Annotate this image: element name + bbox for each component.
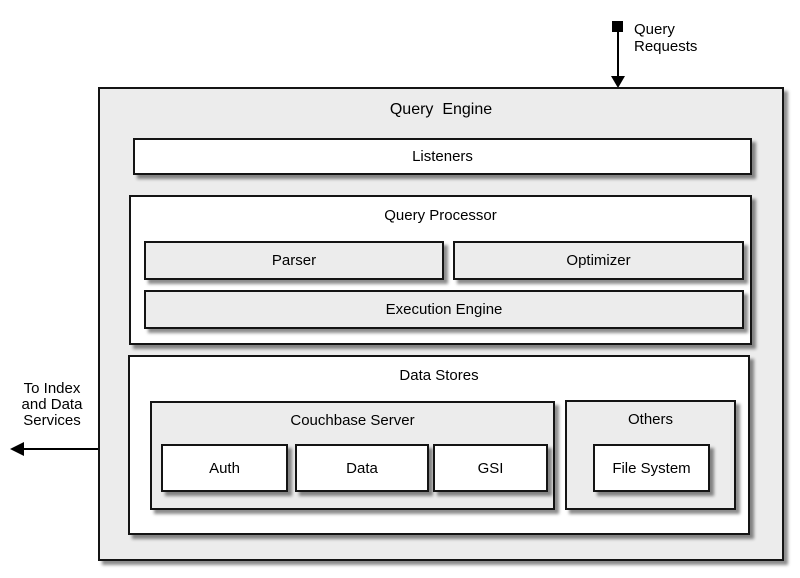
to-services-line3: Services (23, 412, 81, 429)
listeners-label: Listeners (412, 148, 473, 165)
query-processor-title: Query Processor (384, 207, 497, 224)
others-title: Others (627, 411, 673, 428)
arrow-start-square (612, 21, 623, 32)
data-stores-box: Data Stores Couchbase Server Auth Data G… (128, 355, 750, 535)
query-requests-label: Query Requests (634, 21, 697, 55)
to-services-arrow-line (22, 448, 99, 450)
parser-box: Parser (144, 241, 444, 280)
auth-box: Auth (161, 444, 288, 492)
optimizer-label: Optimizer (566, 252, 631, 269)
execution-engine-box: Execution Engine (144, 290, 744, 329)
file-system-box: File System (593, 444, 710, 492)
couchbase-server-box: Couchbase Server Auth Data GSI (150, 401, 555, 510)
data-stores-title: Data Stores (399, 367, 479, 384)
query-requests-line2: Requests (634, 38, 698, 55)
gsi-label: GSI (477, 459, 504, 477)
auth-label: Auth (209, 459, 240, 477)
execution-engine-label: Execution Engine (385, 301, 503, 318)
parser-label: Parser (271, 252, 317, 269)
arrow-left-icon (10, 442, 24, 456)
file-system-label: File System (612, 459, 691, 477)
others-box: Others File System (565, 400, 736, 510)
to-services-line1: To Index (23, 380, 81, 397)
query-requests-line1: Query (634, 21, 675, 38)
to-services-line2: and Data (21, 396, 83, 413)
listeners-box: Listeners (133, 138, 752, 175)
query-engine-title: Query Engine (389, 101, 493, 118)
optimizer-box: Optimizer (453, 241, 744, 280)
couchbase-server-title: Couchbase Server (290, 412, 415, 429)
query-requests-arrow-line (617, 31, 619, 77)
data-box: Data (295, 444, 429, 492)
to-services-label: To Index and Data Services (6, 381, 98, 429)
data-label: Data (346, 459, 378, 477)
query-engine-box: Query Engine Listeners Query Processor P… (98, 87, 784, 561)
gsi-box: GSI (433, 444, 548, 492)
arrow-down-icon (611, 76, 625, 88)
query-processor-box: Query Processor Parser Optimizer Executi… (129, 195, 752, 345)
